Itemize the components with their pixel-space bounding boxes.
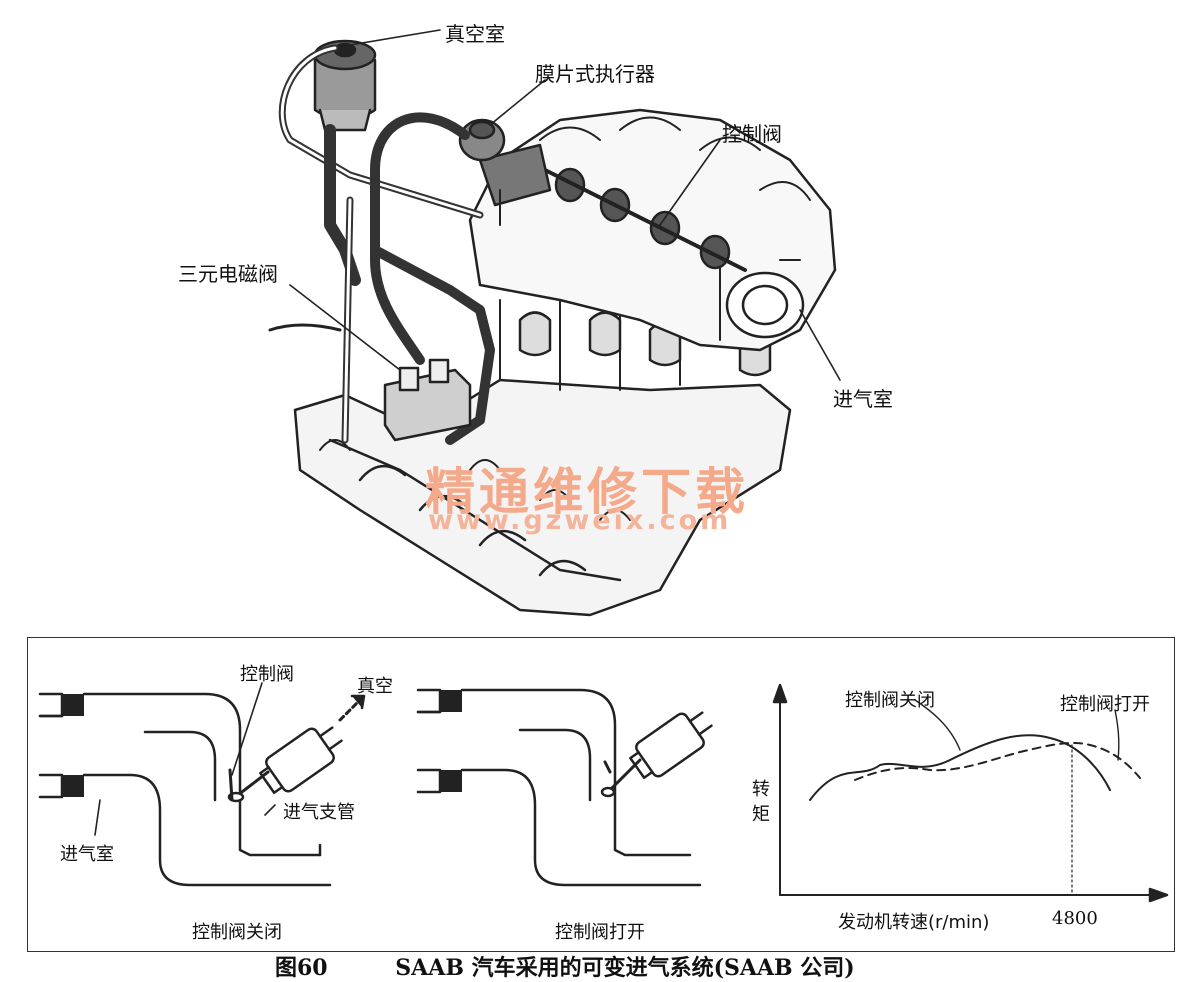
figure-number: 图60 — [275, 955, 328, 981]
watermark-url: www.gzweix.com — [428, 505, 732, 536]
curve-closed — [809, 734, 1111, 801]
graph-y-label-2: 矩 — [752, 804, 770, 825]
label-intake-chamber: 进气室 — [833, 387, 893, 411]
valve-open-diagram — [416, 688, 713, 887]
label-vacuum-chamber: 真空室 — [445, 22, 505, 46]
curve-open — [854, 742, 1141, 781]
label-control-valve: 控制阀 — [722, 122, 782, 146]
valve-closed-diagram — [38, 682, 366, 887]
label-vacuum: 真空 — [357, 676, 393, 697]
label-control-valve-closed: 控制阀 — [240, 664, 294, 685]
intake-manifold-illustration — [268, 39, 837, 617]
bottom-panel — [27, 637, 1175, 952]
graph-label-curve-open: 控制阀打开 — [1060, 694, 1150, 715]
label-diaphragm-actuator: 膜片式执行器 — [535, 62, 655, 86]
figure-title: SAAB 汽车采用的可变进气系统(SAAB 公司) — [395, 955, 855, 981]
graph-x-label: 发动机转速(r/min) — [838, 912, 990, 933]
label-intake-manifold: 进气支管 — [283, 802, 355, 823]
label-intake-chamber-small: 进气室 — [60, 844, 114, 865]
graph-y-label-1: 转 — [752, 779, 770, 800]
watermark-title: 精通维修下载 — [425, 462, 749, 521]
torque-graph — [772, 683, 1169, 903]
caption-valve-closed: 控制阀关闭 — [192, 922, 282, 943]
caption-valve-open: 控制阀打开 — [555, 922, 645, 943]
label-three-way-solenoid: 三元电磁阀 — [178, 262, 278, 286]
figure-caption: 图60 SAAB 汽车采用的可变进气系统(SAAB 公司) — [275, 950, 855, 982]
engine-leader-lines — [289, 29, 841, 381]
graph-x-marker: 4800 — [1052, 908, 1098, 929]
graph-label-curve-closed: 控制阀关闭 — [845, 690, 935, 711]
